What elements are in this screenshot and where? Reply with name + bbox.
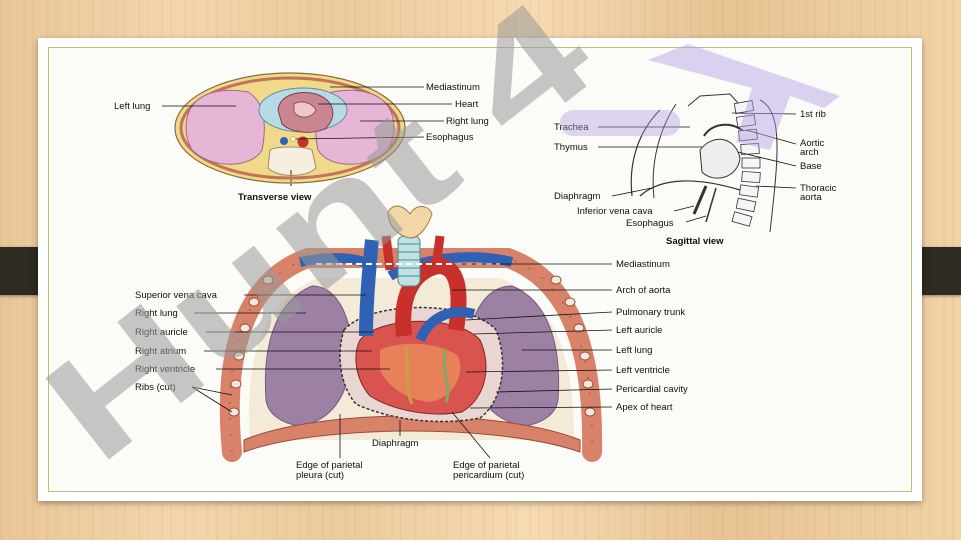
frontal-brachiocephalic-vein-right [299,253,378,273]
frontal-coronary-vessel-1 [404,345,414,405]
leader-pericardial-cavity [495,388,613,393]
label-thymus: Thymus [554,142,588,153]
label-esophagus-sag: Esophagus [626,218,674,229]
leader-ribs-cut-1 [191,386,233,396]
label-superior-vena-cava: Superior vena cava [135,290,218,301]
label-left-lung: Left lung [114,101,150,112]
caption-sagittal-view: Sagittal view [666,236,724,247]
rib-cut-ends [228,275,596,417]
leader-left-ventricle [465,369,613,373]
transverse-view: Left lung Mediastinum Heart Right lung E… [114,72,489,203]
sagittal-ivc [692,185,708,215]
label-mediastinum-frontal: Mediastinum [616,259,670,270]
transverse-vertebra [267,146,317,176]
frontal-superior-vena-cava [359,239,379,337]
frontal-coronary-vessel-2 [442,349,450,403]
label-parietal-pleura-2: pleura (cut) [296,470,344,481]
label-thoracic-aorta-1: Thoracic [800,183,837,194]
label-right-lung: Right lung [446,116,489,127]
label-right-atrium: Right atrium [135,346,186,357]
label-diaphragm-frontal: Diaphragm [372,438,419,449]
sagittal-back [759,99,778,233]
label-left-lung-frontal: Left lung [616,345,652,356]
leader-esophagus [295,136,425,140]
label-trachea: Trachea [554,122,589,133]
frontal-ventricles [380,343,461,402]
label-inferior-vena-cava: Inferior vena cava [577,206,653,217]
transverse-heart-chamber [293,101,317,118]
label-apex-of-heart: Apex of heart [616,402,673,413]
label-parietal-pericardium-1: Edge of parietal [453,460,520,471]
label-parietal-pericardium-2: pericardium (cut) [453,470,524,481]
leader-pulmonary-trunk [465,311,613,321]
label-right-auricle: Right auricle [135,327,188,338]
leader-apex-of-heart [469,406,613,409]
leader-diaphragm-sag [611,187,653,197]
label-diaphragm-sag: Diaphragm [554,191,601,202]
label-right-ventricle: Right ventricle [135,364,195,375]
label-heart: Heart [455,99,479,110]
frontal-thyroid-cartilage [387,205,433,239]
label-left-auricle: Left auricle [616,325,662,336]
caption-transverse-view: Transverse view [238,192,312,203]
sagittal-spine [731,100,761,227]
sagittal-heart [699,138,741,179]
transverse-left-lung [185,89,265,165]
label-arch-of-aorta: Arch of aorta [616,285,671,296]
label-aortic-arch-2: arch [800,147,818,158]
label-parietal-pleura-1: Edge of parietal [296,460,363,471]
sagittal-diaphragm [639,180,741,197]
label-base: Base [800,161,822,172]
leader-left-auricle [473,329,613,335]
label-aortic-arch-1: Aortic [800,138,825,149]
watermark-violet-bar [560,110,680,136]
label-ribs-cut: Ribs (cut) [135,382,176,393]
label-right-lung-frontal: Right lung [135,308,178,319]
leader-esophagus-sag [685,215,707,223]
sagittal-esophagus [705,187,717,223]
label-pulmonary-trunk: Pulmonary trunk [616,307,685,318]
label-left-ventricle: Left ventricle [616,365,670,376]
leader-ribs-cut-2 [191,386,233,413]
leader-base [737,151,797,167]
leader-first-rib [731,112,797,115]
leader-aortic-arch [745,129,797,145]
frontal-view: Superior vena cava Right lung Right auri… [135,205,688,481]
label-pericardial-cavity: Pericardial cavity [616,384,688,395]
watermark-violet-shape [648,44,840,150]
sagittal-view: Trachea Thymus Diaphragm Inferior vena c… [554,93,837,247]
leader-thoracic-aorta [755,185,797,189]
transverse-vena-cava [280,137,288,145]
leader-ivc [673,205,695,212]
leader-parietal-pericardium [451,411,491,459]
label-first-rib: 1st rib [800,109,826,120]
frontal-pulmonary-trunk [415,307,476,343]
frontal-diaphragm [243,415,581,453]
frontal-trachea-rings [398,243,420,277]
label-mediastinum: Mediastinum [426,82,480,93]
label-thoracic-aorta-2: aorta [800,192,822,203]
label-esophagus: Esophagus [426,132,474,143]
transverse-esophagus [290,136,296,142]
